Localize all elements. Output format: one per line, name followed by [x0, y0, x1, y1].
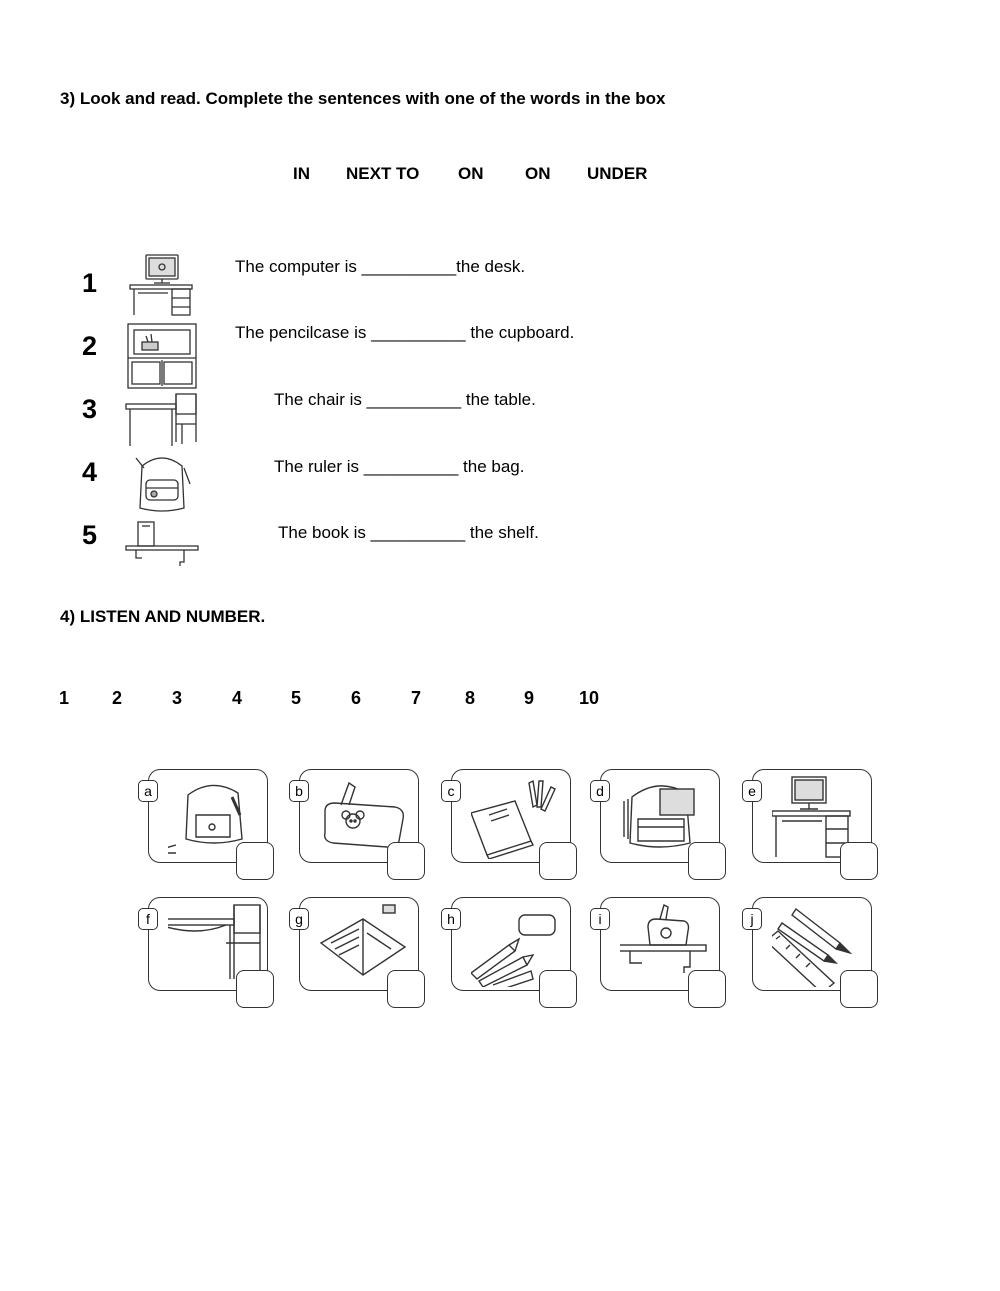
- question-number: 5: [82, 520, 98, 550]
- number-item: 2: [112, 688, 123, 708]
- word-box-item: UNDER: [587, 164, 648, 183]
- answer-box[interactable]: [236, 970, 274, 1008]
- number-list: 1 2 3 4 5 6 7 8 9 10: [0, 688, 1000, 710]
- sentence-3: The chair is __________ the table.: [274, 390, 536, 409]
- answer-box[interactable]: [840, 842, 878, 880]
- question-number: 2: [82, 331, 98, 361]
- computer-desk-icon: [772, 776, 851, 858]
- backpack-scissors-icon: [168, 784, 243, 854]
- number-item: 3: [172, 688, 183, 708]
- computer-desk-icon: [129, 254, 193, 316]
- answer-box[interactable]: [840, 970, 878, 1008]
- word-box-item: NEXT TO: [346, 164, 420, 183]
- card-letter: f: [138, 908, 158, 930]
- picture-card-a: a: [138, 769, 278, 880]
- answer-box[interactable]: [236, 842, 274, 880]
- card-letter: j: [742, 908, 762, 930]
- number-item: 10: [579, 688, 600, 708]
- picture-card-e: e: [742, 769, 882, 880]
- picture-card-d: d: [590, 769, 730, 880]
- picture-card-b: b: [289, 769, 429, 880]
- number-item: 9: [524, 688, 535, 708]
- answer-box[interactable]: [539, 842, 577, 880]
- sentence-4: The ruler is __________ the bag.: [274, 457, 525, 476]
- question-number: 4: [82, 457, 98, 487]
- picture-card-c: c: [441, 769, 581, 880]
- cupboard-icon: [127, 323, 197, 389]
- card-letter: g: [289, 908, 309, 930]
- picture-card-f: f: [138, 897, 278, 1008]
- picture-card-i: i: [590, 897, 730, 1008]
- answer-box[interactable]: [387, 970, 425, 1008]
- question-number: 1: [82, 268, 98, 298]
- shelf-pencilcase-icon: [620, 903, 707, 973]
- word-box-item: ON: [525, 164, 551, 183]
- sentence-5: The book is __________ the shelf.: [278, 523, 539, 542]
- number-item: 1: [59, 688, 70, 708]
- picture-card-h: h: [441, 897, 581, 1008]
- open-pencilcase-icon: [319, 904, 407, 976]
- word-box: IN NEXT TO ON ON UNDER: [0, 164, 1000, 186]
- shelf-book-icon: [125, 521, 199, 566]
- sentence-2: The pencilcase is __________ the cupboar…: [235, 323, 575, 342]
- book-pens-icon: [471, 779, 556, 859]
- picture-card-g: g: [289, 897, 429, 1008]
- number-item: 8: [465, 688, 476, 708]
- card-letter: i: [590, 908, 610, 930]
- card-letter: d: [590, 780, 610, 802]
- question-number: 3: [82, 394, 98, 424]
- number-item: 5: [291, 688, 302, 708]
- backpack-icon: [135, 457, 191, 512]
- number-item: 6: [351, 688, 362, 708]
- section-3-title: 3) Look and read. Complete the sentences…: [60, 89, 666, 108]
- table-chair-icon: [125, 393, 197, 446]
- sentence-1: The computer is __________the desk.: [235, 257, 526, 276]
- card-letter: e: [742, 780, 762, 802]
- card-letter: b: [289, 780, 309, 802]
- answer-box[interactable]: [688, 970, 726, 1008]
- number-item: 4: [232, 688, 243, 708]
- table-chair-icon: [168, 904, 261, 979]
- word-box-item: ON: [458, 164, 484, 183]
- answer-box[interactable]: [688, 842, 726, 880]
- card-letter: h: [441, 908, 461, 930]
- section-4-title: 4) LISTEN AND NUMBER.: [60, 607, 266, 626]
- word-box-item: IN: [293, 164, 310, 183]
- card-letter: c: [441, 780, 461, 802]
- answer-box[interactable]: [539, 970, 577, 1008]
- number-item: 7: [411, 688, 422, 708]
- answer-box[interactable]: [387, 842, 425, 880]
- crayons-eraser-icon: [471, 914, 556, 987]
- pencilcase-icon: [323, 781, 405, 849]
- card-letter: a: [138, 780, 158, 802]
- ruler-pencils-icon: [772, 907, 853, 987]
- picture-card-j: j: [742, 897, 882, 1008]
